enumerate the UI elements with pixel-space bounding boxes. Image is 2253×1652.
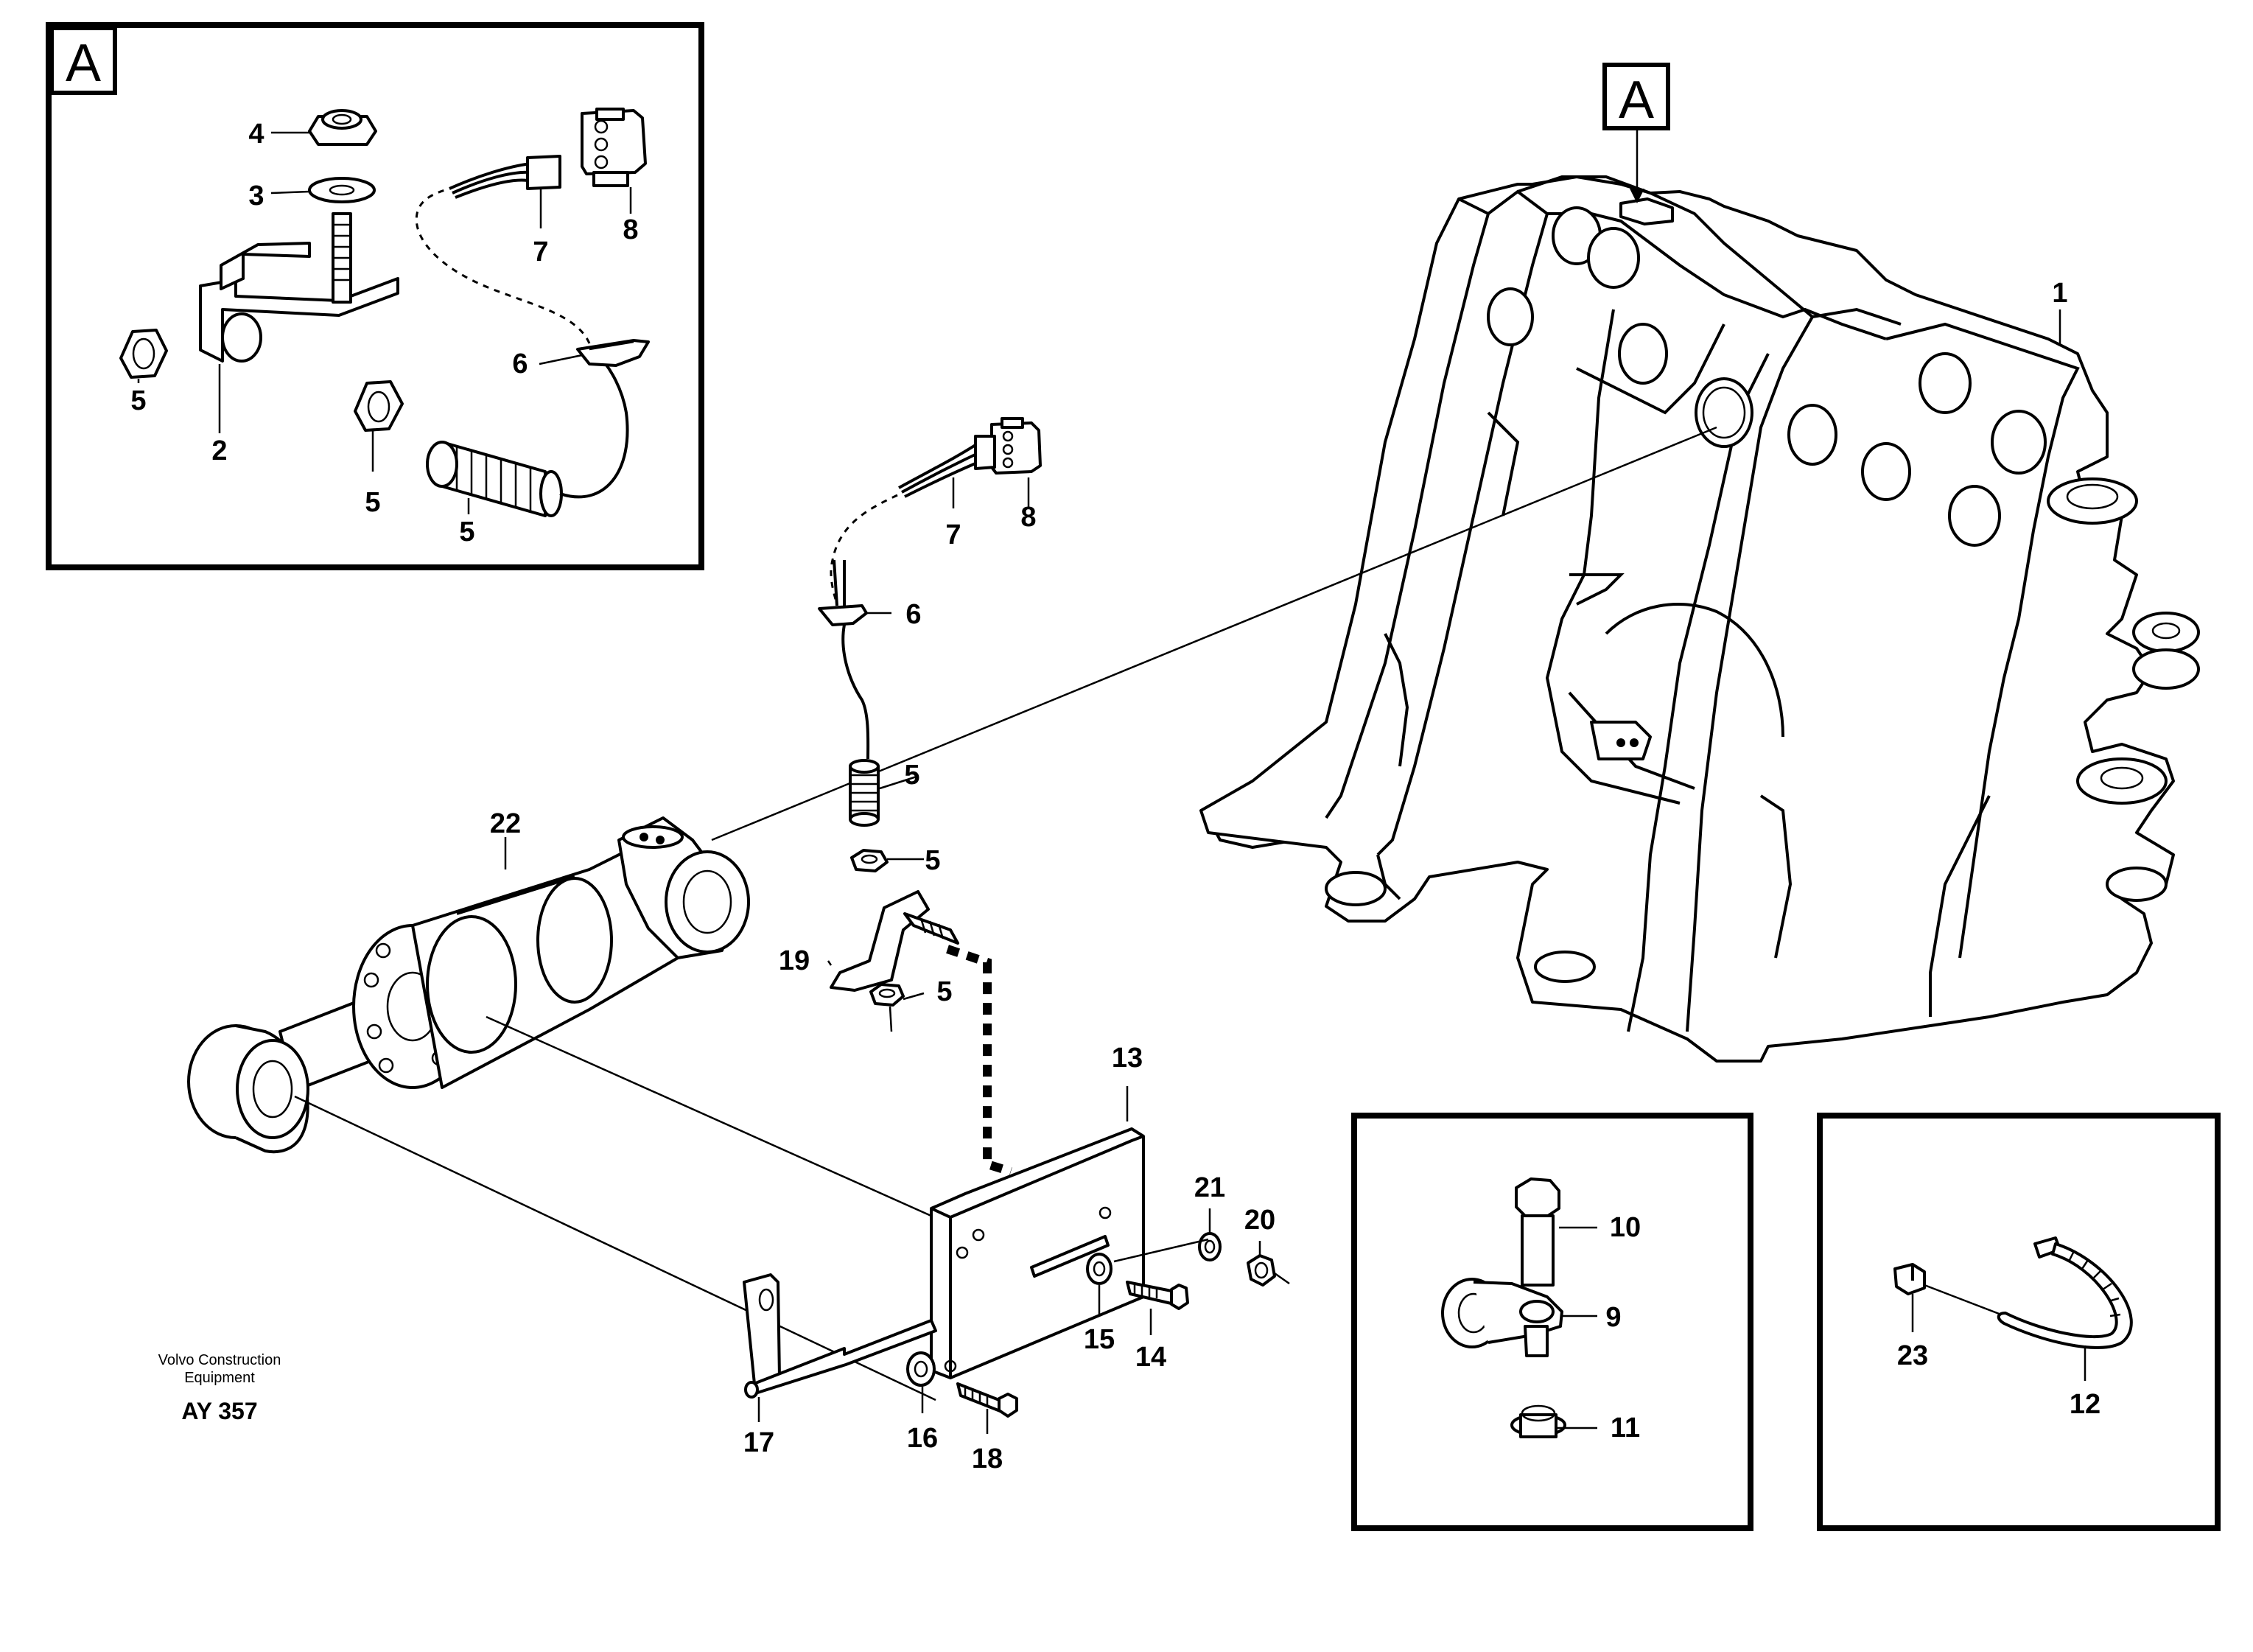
label-5-box-a-mid: 5 <box>365 487 380 518</box>
label-21: 21 <box>1194 1172 1225 1203</box>
label-22: 22 <box>490 808 521 839</box>
sensor-assembly <box>818 417 1042 1176</box>
label-10: 10 <box>1610 1212 1641 1243</box>
label-7-main: 7 <box>945 519 961 550</box>
bracket-19 <box>830 890 959 992</box>
label-6-box-a: 6 <box>512 349 528 379</box>
sensor-5-main <box>849 759 880 827</box>
washer-21 <box>1198 1232 1222 1261</box>
label-14: 14 <box>1135 1342 1166 1373</box>
rod-17 <box>743 1273 937 1399</box>
washer-15 <box>1086 1253 1113 1285</box>
washer-16 <box>906 1351 936 1387</box>
label-13: 13 <box>1112 1043 1143 1074</box>
bolt-18 <box>956 1382 1018 1418</box>
label-5-main-upper-nut: 5 <box>925 845 940 876</box>
label-2: 2 <box>211 435 227 466</box>
label-19: 19 <box>779 945 810 976</box>
label-4: 4 <box>248 119 264 150</box>
connector-6 <box>576 339 650 367</box>
frame-holes <box>1487 206 2047 547</box>
lock-nut-5-upper <box>850 849 889 872</box>
label-20: 20 <box>1244 1205 1275 1236</box>
publisher-credit: Volvo Construction Equipment AY 357 <box>158 1352 281 1424</box>
callout-a: A <box>1602 63 1670 203</box>
lock-nut-5-mid <box>354 380 404 432</box>
sensor-5 <box>426 441 563 517</box>
label-15: 15 <box>1084 1324 1115 1355</box>
wires-7-main <box>898 435 996 498</box>
washer-3 <box>308 177 376 203</box>
label-5-main-sensor: 5 <box>904 760 919 791</box>
hydraulic-cylinder-22 <box>187 816 750 1154</box>
label-17: 17 <box>743 1427 774 1458</box>
label-1: 1 <box>2052 278 2067 309</box>
front-frame-1 <box>1199 175 2200 1063</box>
connector-6-main <box>818 604 868 626</box>
cable-tie-12 <box>1997 1236 2133 1349</box>
lock-nut-5-lower <box>869 983 905 1032</box>
label-8-main: 8 <box>1020 502 1036 533</box>
detail-box-cable-tie: 23 12 <box>1817 1113 2221 1531</box>
label-9: 9 <box>1605 1302 1621 1333</box>
bolt-14 <box>1126 1281 1189 1310</box>
label-5-main-lower-nut: 5 <box>936 976 952 1007</box>
nut-20 <box>1247 1254 1290 1287</box>
label-5-box-a-left: 5 <box>130 385 146 416</box>
frame-lugs <box>1325 477 2200 983</box>
label-16: 16 <box>907 1423 938 1454</box>
bolt-10 <box>1515 1177 1560 1287</box>
flange-nut-11 <box>1510 1404 1566 1438</box>
flange-nut-4 <box>308 109 377 146</box>
connector-8-main <box>990 417 1042 475</box>
bracket-13 <box>930 1127 1145 1379</box>
detail-box-clamp: 10 9 11 <box>1351 1113 1753 1531</box>
credit-line-1: Volvo Construction <box>158 1352 281 1368</box>
label-3: 3 <box>248 181 264 211</box>
clamp-9 <box>1441 1278 1563 1357</box>
drawing-code: AY 357 <box>181 1398 257 1424</box>
wires-7 <box>449 155 561 199</box>
tie-head-23 <box>1893 1263 1926 1295</box>
label-6-main: 6 <box>905 599 921 630</box>
label-23: 23 <box>1897 1340 1928 1371</box>
callout-a-letter: A <box>1619 71 1654 130</box>
label-8-box-a: 8 <box>623 214 638 245</box>
detail-box-a-letter: A <box>66 34 101 93</box>
connector-8 <box>581 108 647 187</box>
label-18: 18 <box>972 1443 1003 1474</box>
label-7-box-a: 7 <box>533 237 548 267</box>
label-5-box-a-sensor: 5 <box>459 517 474 547</box>
label-11: 11 <box>1611 1413 1640 1443</box>
label-12: 12 <box>2070 1389 2100 1420</box>
credit-line-2: Equipment <box>184 1370 255 1386</box>
detail-box-a: A <box>46 22 704 570</box>
lock-nut-5-left <box>119 329 168 379</box>
bracket-2 <box>199 212 399 363</box>
